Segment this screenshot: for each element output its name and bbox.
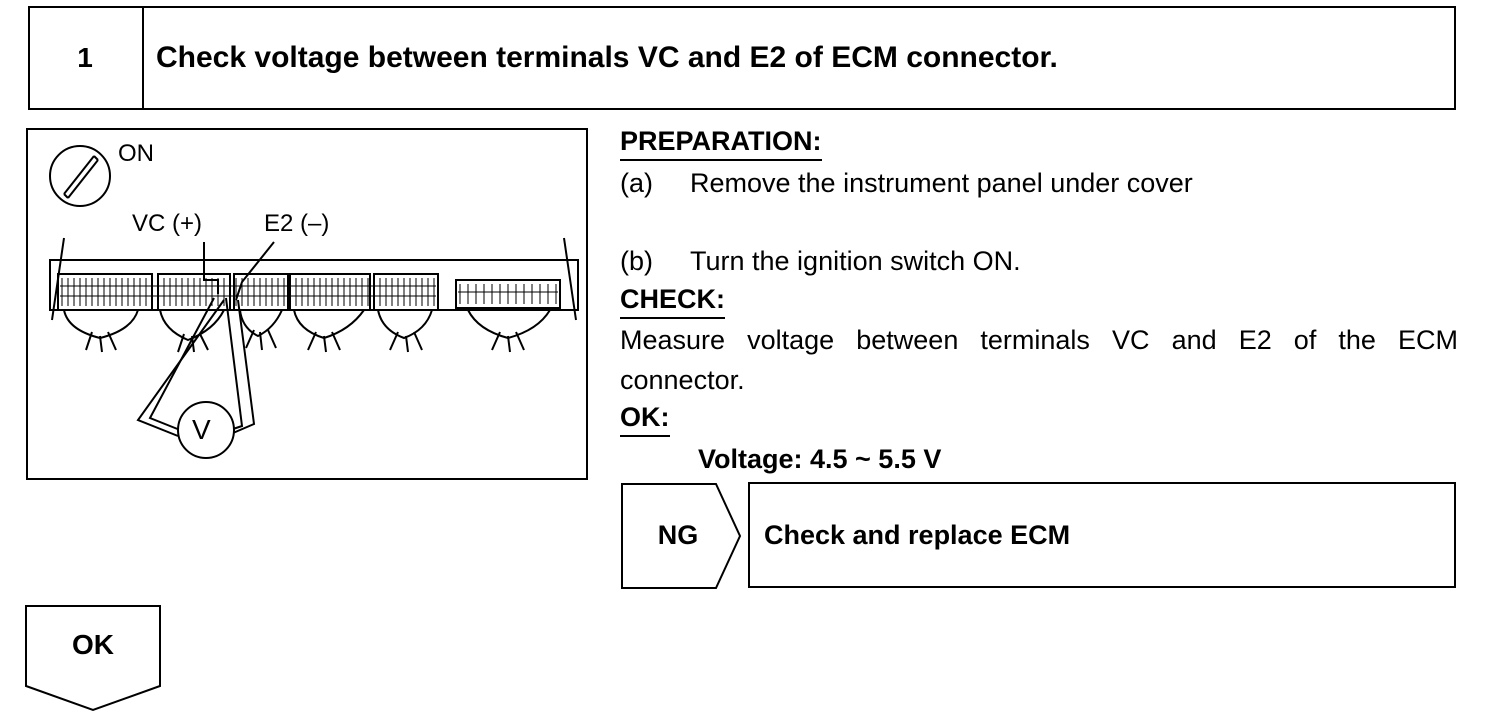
ok-tab-shape xyxy=(25,605,161,712)
check-heading: CHECK: xyxy=(620,284,725,319)
ng-action-box: Check and replace ECM xyxy=(748,482,1456,588)
item-text: Remove the instrument panel under cover xyxy=(690,168,1193,198)
voltmeter-icon xyxy=(177,401,235,459)
step-title: Check voltage between terminals VC and E… xyxy=(156,41,1058,74)
preparation-item-a: (a) Remove the instrument panel under cov… xyxy=(620,168,1193,199)
check-instruction: Measure voltage between terminals VC and… xyxy=(620,320,1458,400)
step-number: 1 xyxy=(28,6,144,110)
ecm-connector-diagram: ON VC (+) E2 (–) V xyxy=(26,128,588,480)
terminal-e2-label: E2 (–) xyxy=(264,210,330,237)
wire-harnesses xyxy=(63,309,551,353)
voltage-spec: Voltage: 4.5 ~ 5.5 V xyxy=(698,444,942,474)
check-line-2: connector. xyxy=(620,365,745,395)
item-letter: (b) xyxy=(620,246,653,276)
ignition-on-label: ON xyxy=(118,140,154,167)
ecm-connector-illustration xyxy=(49,145,579,459)
ok-tab-label: OK xyxy=(72,629,114,660)
item-letter: (a) xyxy=(620,168,653,198)
item-text: Turn the ignition switch ON. xyxy=(690,246,1021,276)
voltmeter-leads xyxy=(136,241,275,437)
voltmeter-symbol: V xyxy=(192,414,211,445)
check-line-1: Measure voltage between terminals VC and… xyxy=(620,325,1458,355)
ignition-key-icon xyxy=(49,145,111,207)
preparation-heading: PREPARATION: xyxy=(620,126,822,161)
step-header xyxy=(28,6,1456,110)
ok-heading: OK: xyxy=(620,402,670,437)
ng-arrow-shape xyxy=(621,483,742,589)
ng-label: NG xyxy=(657,519,699,550)
preparation-item-b: (b) Turn the ignition switch ON. xyxy=(620,246,1021,277)
terminal-vc-label: VC (+) xyxy=(132,210,203,237)
